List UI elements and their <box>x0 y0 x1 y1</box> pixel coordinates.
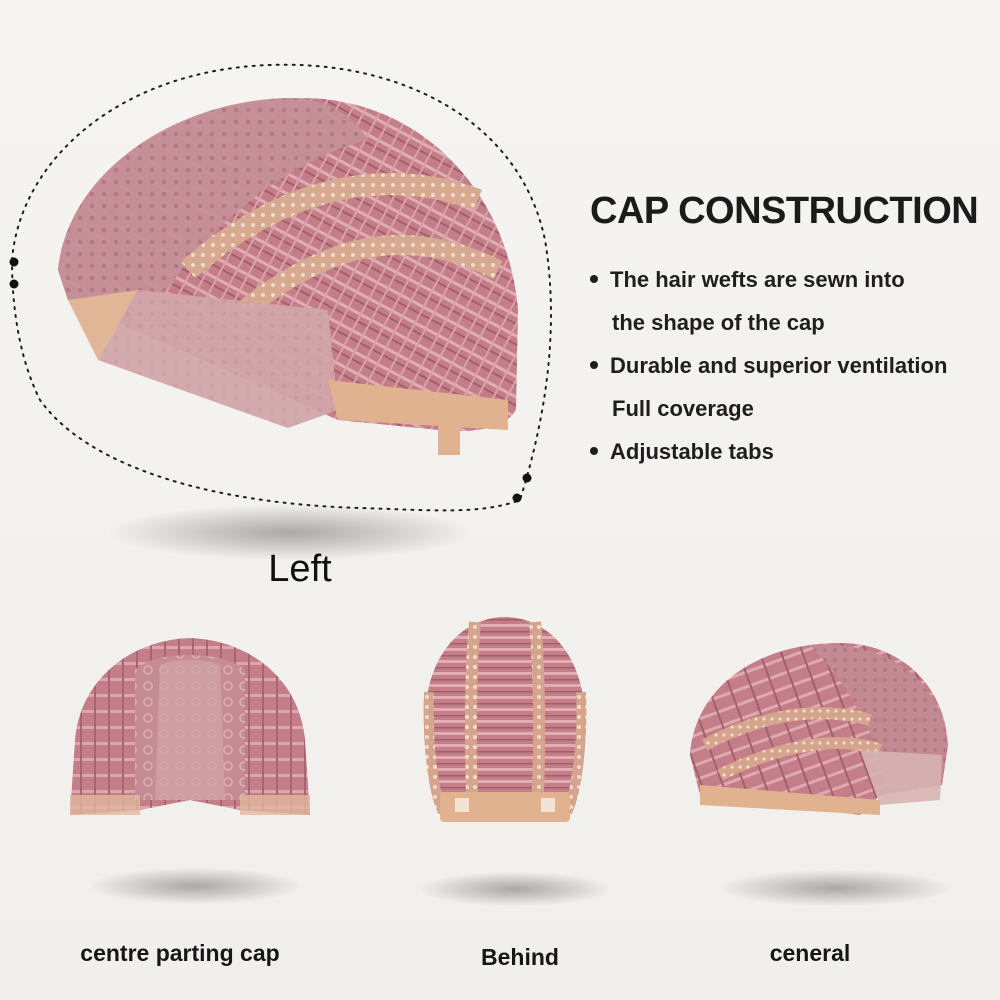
side-cap-illustration <box>690 643 948 815</box>
feature-line: The hair wefts are sewn into <box>590 258 990 301</box>
feature-line: Full coverage <box>612 396 754 421</box>
dotted-outline <box>9 63 552 512</box>
section-heading: CAP CONSTRUCTION <box>590 190 979 232</box>
bullet-icon <box>590 447 598 456</box>
back-cap-shadow <box>420 872 610 906</box>
main-cap-illustration <box>58 97 518 455</box>
view-label-ceneral: ceneral <box>769 940 851 966</box>
back-cap-illustration <box>423 617 587 822</box>
view-label-behind: Behind <box>481 944 559 970</box>
front-cap-shadow <box>90 868 300 904</box>
main-view-label: Left <box>268 548 332 590</box>
main-cap-shadow <box>110 505 470 560</box>
bullet-icon <box>590 275 598 284</box>
view-label-centre-parting: centre parting cap <box>80 940 280 966</box>
side-cap-shadow <box>720 870 950 906</box>
feature-list: The hair wefts are sewn into the shape o… <box>590 258 990 473</box>
feature-line: the shape of the cap <box>612 310 825 335</box>
front-cap-illustration <box>70 638 310 815</box>
bullet-icon <box>590 361 598 370</box>
feature-line: Durable and superior ventilation <box>590 344 990 387</box>
feature-line: Adjustable tabs <box>590 430 990 473</box>
main-cap-view: Left <box>0 0 560 620</box>
